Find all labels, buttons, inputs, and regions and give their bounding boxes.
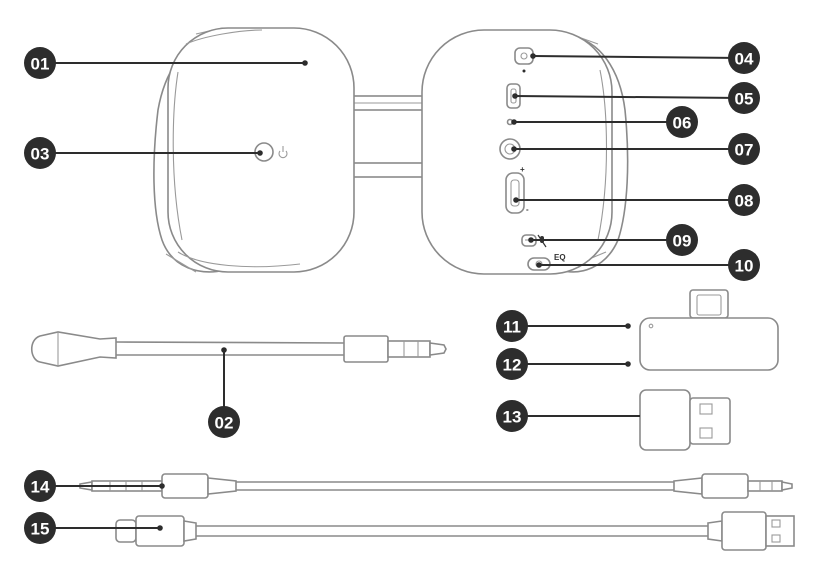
control-panel: + - EQ	[499, 47, 566, 271]
callout-01: 01	[24, 47, 56, 79]
svg-text:12: 12	[503, 356, 522, 375]
callout-11: 11	[496, 310, 528, 342]
callout-08: 08	[728, 184, 760, 216]
callout-07: 07	[728, 133, 760, 165]
svg-text:08: 08	[735, 192, 754, 211]
svg-text:01: 01	[31, 55, 50, 74]
boom-microphone	[30, 331, 447, 367]
svg-text:13: 13	[503, 408, 522, 427]
usb-cable	[115, 511, 795, 551]
right-ear-cup: + - EQ	[421, 29, 629, 275]
leader-lines	[40, 53, 743, 531]
svg-text:05: 05	[735, 90, 754, 109]
callout-12: 12	[496, 348, 528, 380]
audio-cable	[79, 473, 793, 499]
volume-rocker	[505, 172, 525, 214]
svg-text:14: 14	[31, 478, 50, 497]
power-icon	[278, 146, 288, 159]
svg-text:09: 09	[673, 232, 692, 251]
eq-mark: EQ	[554, 253, 566, 262]
volume-minus-mark: -	[526, 205, 529, 214]
volume-plus-mark: +	[520, 165, 525, 174]
callout-15: 15	[24, 512, 56, 544]
callout-09: 09	[666, 224, 698, 256]
callout-05: 05	[728, 82, 760, 114]
svg-text:07: 07	[735, 141, 754, 160]
svg-text:06: 06	[673, 114, 692, 133]
callout-14: 14	[24, 470, 56, 502]
usb-a-adapter	[639, 389, 731, 451]
callout-13: 13	[496, 400, 528, 432]
callout-04: 04	[728, 42, 760, 74]
svg-text:11: 11	[503, 318, 521, 337]
callout-10: 10	[728, 249, 760, 281]
callout-03: 03	[24, 137, 56, 169]
svg-text:02: 02	[215, 414, 234, 433]
svg-text:04: 04	[735, 50, 754, 69]
svg-text:10: 10	[735, 257, 754, 276]
left-ear-cup	[153, 27, 355, 273]
callout-06: 06	[666, 106, 698, 138]
svg-text:03: 03	[31, 145, 50, 164]
usb-c-dongle	[639, 289, 779, 371]
callout-02: 02	[208, 406, 240, 438]
svg-text:15: 15	[31, 520, 50, 539]
